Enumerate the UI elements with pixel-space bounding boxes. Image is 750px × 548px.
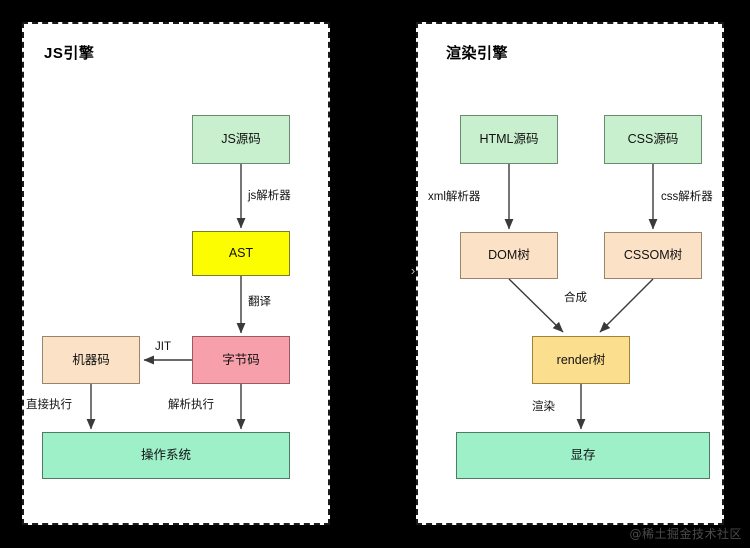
- node-vram: 显存: [456, 432, 710, 479]
- node-operating-system: 操作系统: [42, 432, 290, 479]
- node-html-source-label: HTML源码: [479, 132, 539, 146]
- node-bytecode-label: 字节码: [222, 352, 260, 367]
- node-dom-tree: DOM树: [460, 232, 558, 279]
- node-cssom-tree: CSSOM树: [604, 232, 702, 279]
- edge-label-jit: JIT: [155, 341, 171, 353]
- node-html-source: HTML源码: [460, 115, 558, 164]
- node-render-tree: render树: [532, 336, 630, 384]
- node-ast: AST: [192, 231, 290, 276]
- edge-label-interp-exec: 解析执行: [168, 399, 214, 411]
- edge-label-composite: 合成: [564, 292, 587, 304]
- node-render-tree-label: render树: [556, 352, 606, 367]
- node-machine-code-label: 机器码: [72, 352, 110, 367]
- node-bytecode: 字节码: [192, 336, 290, 384]
- node-operating-system-label: 操作系统: [140, 448, 191, 462]
- node-machine-code: 机器码: [42, 336, 140, 384]
- js-engine-title: JS引擎: [44, 45, 95, 62]
- node-dom-tree-label: DOM树: [488, 248, 530, 262]
- edge-label-render: 渲染: [532, 401, 555, 413]
- edge-label-js-parser: js解析器: [248, 190, 291, 202]
- node-ast-label: AST: [228, 246, 254, 260]
- edge-label-xml-parser: xml解析器: [428, 191, 481, 203]
- panel-divider-marker: ›: [410, 263, 416, 278]
- node-css-source-label: CSS源码: [627, 132, 679, 146]
- node-cssom-tree-label: CSSOM树: [623, 248, 683, 262]
- node-vram-label: 显存: [570, 448, 596, 462]
- node-js-source-label: JS源码: [221, 132, 261, 146]
- node-css-source: CSS源码: [604, 115, 702, 164]
- edge-label-direct-exec: 直接执行: [26, 399, 72, 411]
- watermark: @稀土掘金技术社区: [629, 527, 742, 541]
- edge-label-css-parser: css解析器: [661, 191, 713, 203]
- render-engine-title: 渲染引擎: [446, 45, 509, 62]
- node-js-source: JS源码: [192, 115, 290, 164]
- edge-label-translate: 翻译: [248, 296, 271, 308]
